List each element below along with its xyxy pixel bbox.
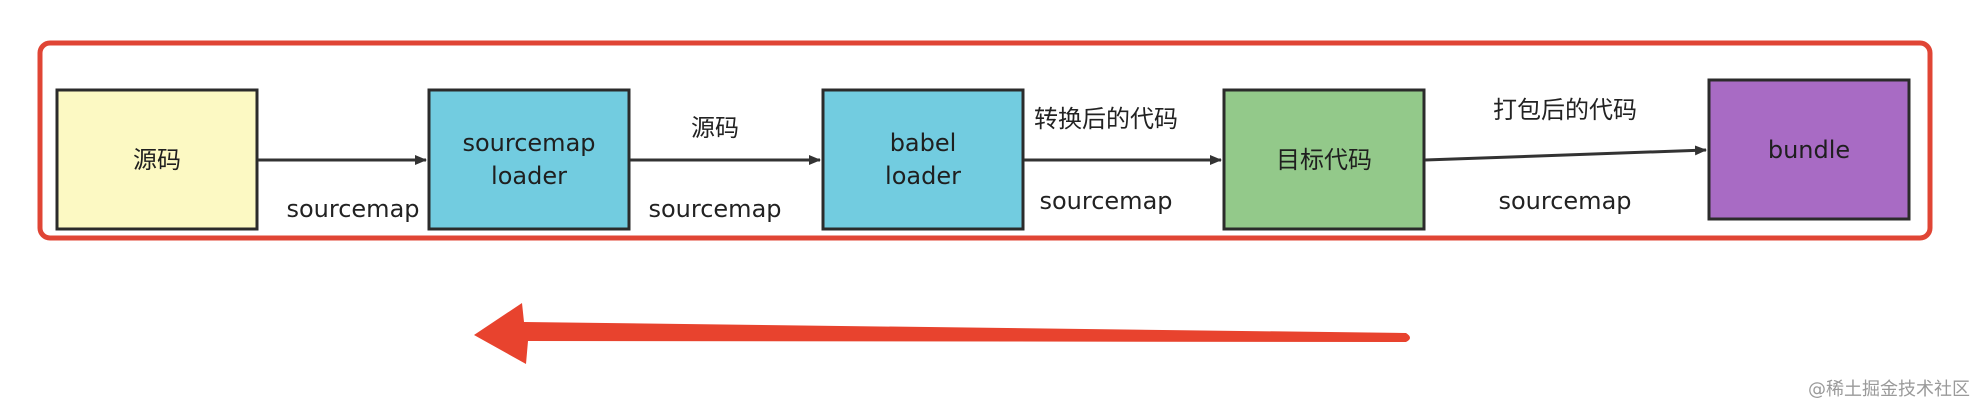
node-babel-loader-line2: loader [885, 162, 961, 190]
node-source: 源码 [55, 88, 259, 231]
edge1-bottom-label: sourcemap [286, 195, 419, 223]
edge-target-to-bundle [1424, 145, 1707, 162]
node-bundle: bundle [1707, 78, 1911, 221]
edge3-top-label: 转换后的代码 [1034, 105, 1178, 133]
node-sourcemap-loader-line2: loader [491, 162, 567, 190]
edge4-bottom-label: sourcemap [1498, 187, 1631, 215]
node-sourcemap-loader: sourcemap loader [427, 88, 631, 231]
node-target: 目标代码 [1222, 88, 1426, 231]
node-babel-loader-box [821, 88, 1025, 231]
edge4-top-label: 打包后的代码 [1493, 96, 1637, 124]
edge3-bottom-label: sourcemap [1039, 187, 1172, 215]
node-sourcemap-loader-box [427, 88, 631, 231]
node-bundle-label: bundle [1768, 136, 1850, 164]
node-target-label: 目标代码 [1276, 146, 1372, 174]
node-babel-loader: babel loader [821, 88, 1025, 231]
node-source-box [55, 88, 259, 231]
edge2-top-label: 源码 [691, 114, 739, 142]
node-source-label: 源码 [133, 146, 181, 174]
node-target-box [1222, 88, 1426, 231]
watermark: @稀土掘金技术社区 [1808, 379, 1970, 400]
node-bundle-box [1707, 78, 1911, 221]
return-arrow [474, 303, 1410, 364]
node-babel-loader-line1: babel [890, 129, 957, 157]
node-sourcemap-loader-line1: sourcemap [462, 129, 595, 157]
highlight-frame [37, 40, 1933, 241]
edge2-bottom-label: sourcemap [648, 195, 781, 223]
